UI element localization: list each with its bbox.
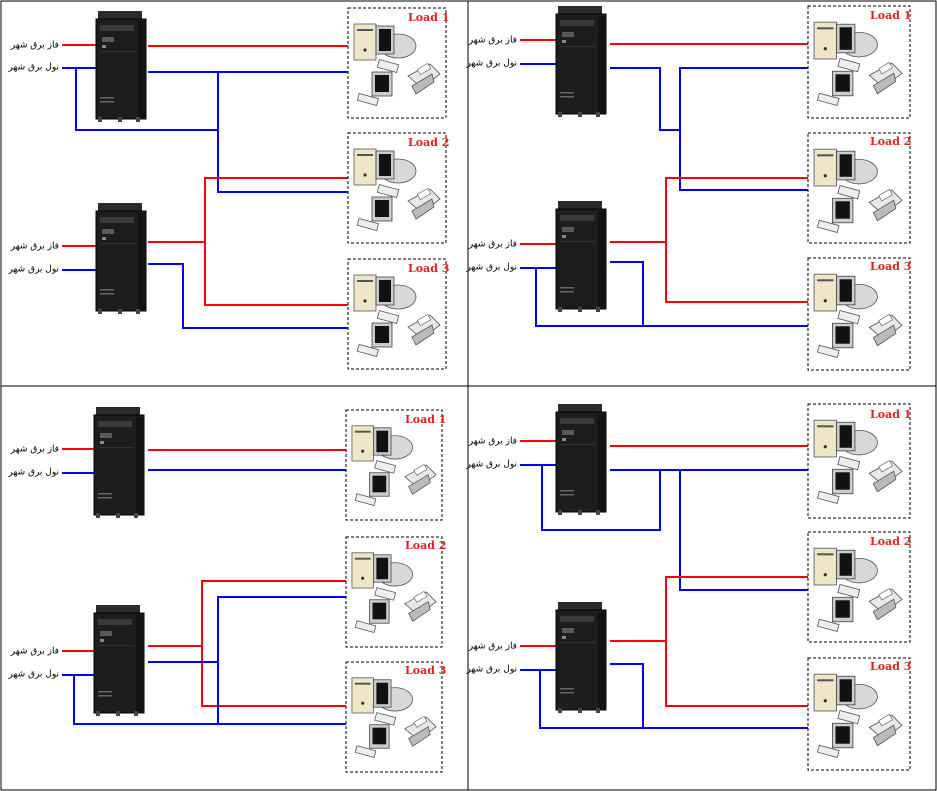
ups-cabinet-icon: [93, 605, 145, 717]
phase-output-wire-2: [148, 177, 348, 243]
panel-bottom-left: فاز برق شهر نول برق شهر فاز برق شهر نول …: [7, 407, 446, 773]
neutral-label: نول برق شهر: [465, 460, 517, 470]
ups-cabinet-icon: [555, 404, 607, 516]
phase-label: فاز برق شهر: [10, 647, 59, 657]
phase-label: فاز برق شهر: [468, 437, 517, 447]
phase-label: فاز برق شهر: [468, 240, 517, 250]
load-title: Load 1: [408, 11, 449, 24]
phase-label: فاز برق شهر: [468, 36, 517, 46]
neutral-label: نول برق شهر: [7, 265, 59, 275]
neutral-label: نول برق شهر: [7, 63, 59, 73]
panel-top-right: فاز برق شهر نول برق شهر فاز برق شهر نول …: [465, 5, 911, 371]
load-title: Load 3: [870, 660, 911, 673]
neutral-bypass-wire: [75, 68, 218, 131]
neutral-label: نول برق شهر: [465, 263, 517, 273]
panel-top-left: فاز برق شهر نول برق شهر فاز برق شهر نول …: [7, 7, 449, 370]
phase-label: فاز برق شهر: [468, 642, 517, 652]
phase-label: فاز برق شهر: [10, 242, 59, 252]
ups-cabinet-icon: [95, 11, 147, 123]
load-title: Load 2: [405, 539, 446, 552]
load-title: Load 3: [408, 262, 449, 275]
load-title: Load 1: [870, 408, 911, 421]
load-title: Load 2: [870, 135, 911, 148]
neutral-output-wire-2: [148, 263, 348, 329]
load-title: Load 2: [870, 535, 911, 548]
neutral-label: نول برق شهر: [7, 468, 59, 478]
neutral-bus-wire: [217, 72, 348, 193]
load-title: Load 2: [408, 136, 449, 149]
phase-label: فاز برق شهر: [10, 445, 59, 455]
ups-cabinet-icon: [555, 6, 607, 118]
load-title: Load 1: [870, 9, 911, 22]
load-title: Load 1: [405, 413, 446, 426]
ups-cabinet-icon: [555, 602, 607, 714]
neutral-label: نول برق شهر: [465, 59, 517, 69]
load-title: Load 3: [870, 260, 911, 273]
neutral-label: نول برق شهر: [465, 665, 517, 675]
load-title: Load 3: [405, 664, 446, 677]
neutral-label: نول برق شهر: [7, 670, 59, 680]
ups-cabinet-icon: [95, 203, 147, 315]
phase-output-wire-3: [204, 242, 348, 306]
phase-label: فاز برق شهر: [10, 41, 59, 51]
panel-bottom-right: فاز برق شهر نول برق شهر فاز برق شهر نول …: [465, 403, 911, 771]
ups-cabinet-icon: [93, 407, 145, 519]
ups-cabinet-icon: [555, 201, 607, 313]
